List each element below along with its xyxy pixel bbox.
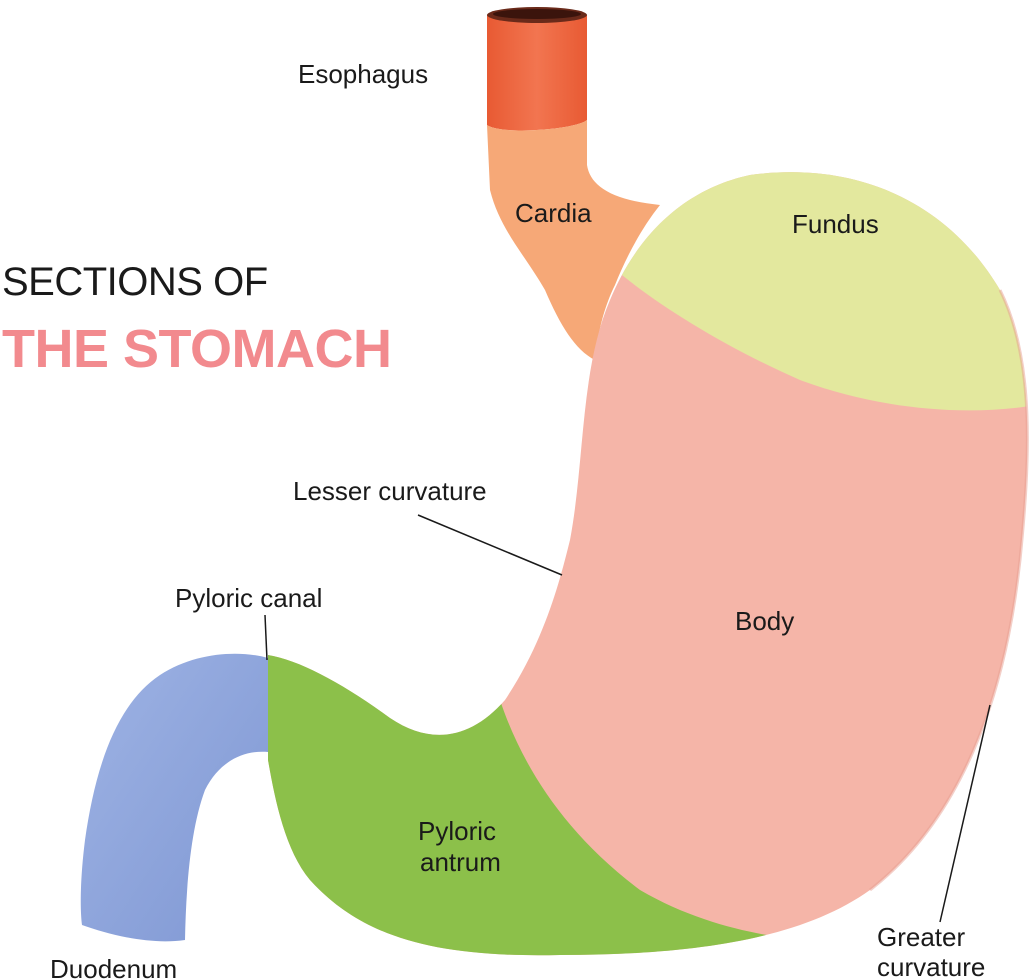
label-greater-curvature-line1: Greater: [877, 922, 965, 952]
esophagus-region: [487, 15, 587, 131]
label-fundus: Fundus: [792, 209, 879, 239]
label-pyloric-antrum-line1: Pyloric: [418, 816, 496, 846]
lesser-curvature-leader: [417, 514, 563, 576]
cardia-region: [487, 120, 660, 360]
label-cardia: Cardia: [515, 198, 592, 228]
title-line-2: THE STOMACH: [2, 319, 392, 379]
label-duodenum: Duodenum: [50, 954, 177, 980]
pyloric-antrum-region: [268, 640, 800, 956]
label-lesser-curvature: Lesser curvature: [293, 476, 487, 506]
duodenum-region: [80, 653, 269, 942]
pyloric-canal-leader: [264, 614, 268, 661]
label-pyloric-canal: Pyloric canal: [175, 583, 322, 613]
title-line-1: SECTIONS OF: [2, 260, 268, 304]
label-esophagus: Esophagus: [298, 59, 428, 89]
label-body: Body: [735, 606, 794, 636]
greater-curvature-leader: [939, 704, 991, 923]
label-greater-curvature-line2: curvature: [877, 952, 985, 980]
label-pyloric-antrum-line2: antrum: [420, 847, 501, 877]
